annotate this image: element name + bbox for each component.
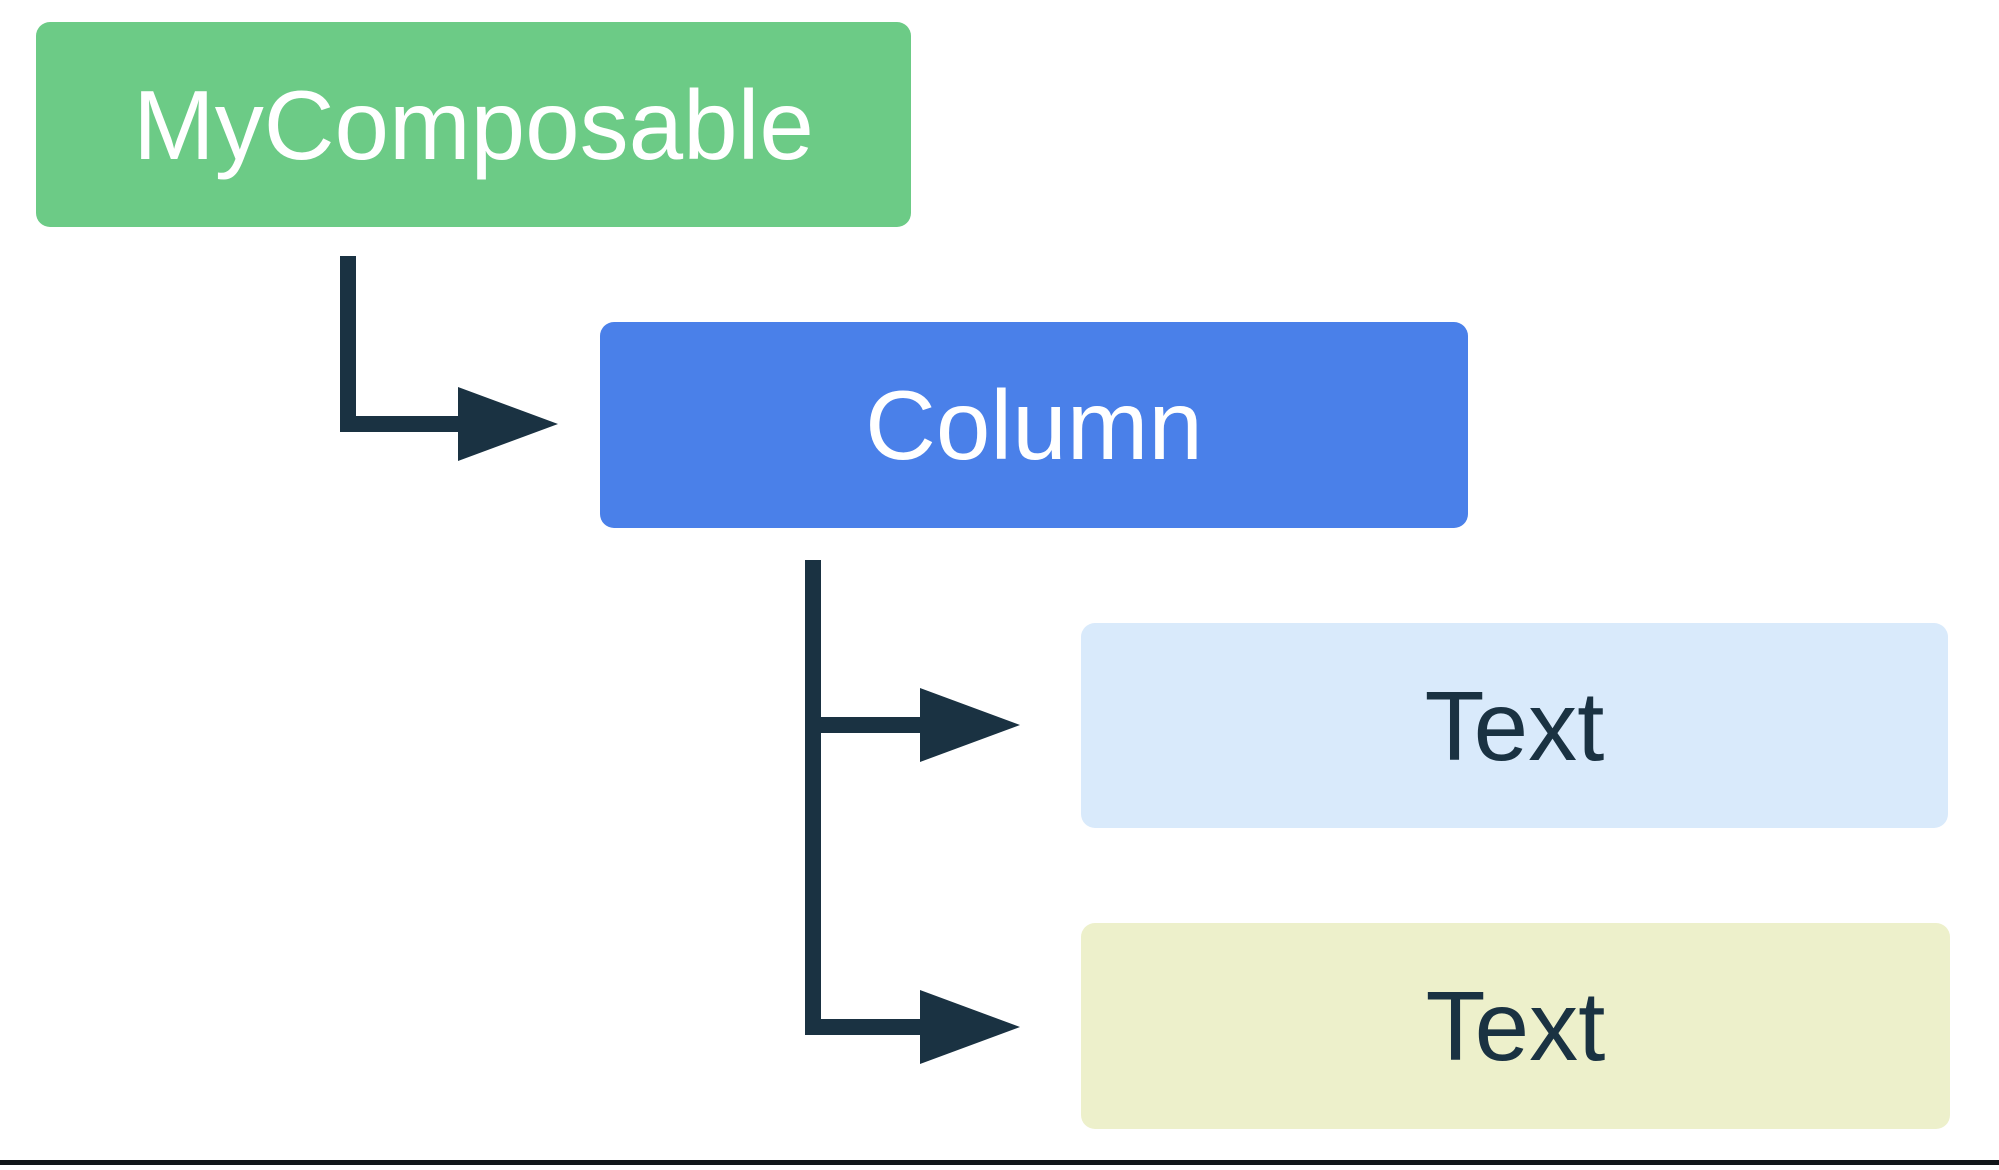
edge-column-text2-arrowhead-icon xyxy=(920,990,1020,1064)
bottom-divider xyxy=(0,1160,1999,1165)
node-text-first-label: Text xyxy=(1424,670,1605,781)
node-text-first: Text xyxy=(1081,623,1948,828)
node-column-label: Column xyxy=(865,370,1203,480)
edge-column-text1-arrowhead-icon xyxy=(920,688,1020,762)
node-mycomposable: MyComposable xyxy=(36,22,911,227)
node-text-second-label: Text xyxy=(1425,971,1606,1081)
edge-root-column-vertical xyxy=(340,256,356,432)
edge-column-text2-horizontal xyxy=(805,1019,925,1035)
edge-column-trunk-vertical xyxy=(805,560,821,1035)
edge-root-column-arrowhead-icon xyxy=(458,387,558,461)
node-mycomposable-label: MyComposable xyxy=(133,69,814,180)
edge-root-column-horizontal xyxy=(340,416,460,432)
node-column: Column xyxy=(600,322,1468,528)
node-text-second: Text xyxy=(1081,923,1950,1129)
edge-column-text1-horizontal xyxy=(805,717,925,733)
